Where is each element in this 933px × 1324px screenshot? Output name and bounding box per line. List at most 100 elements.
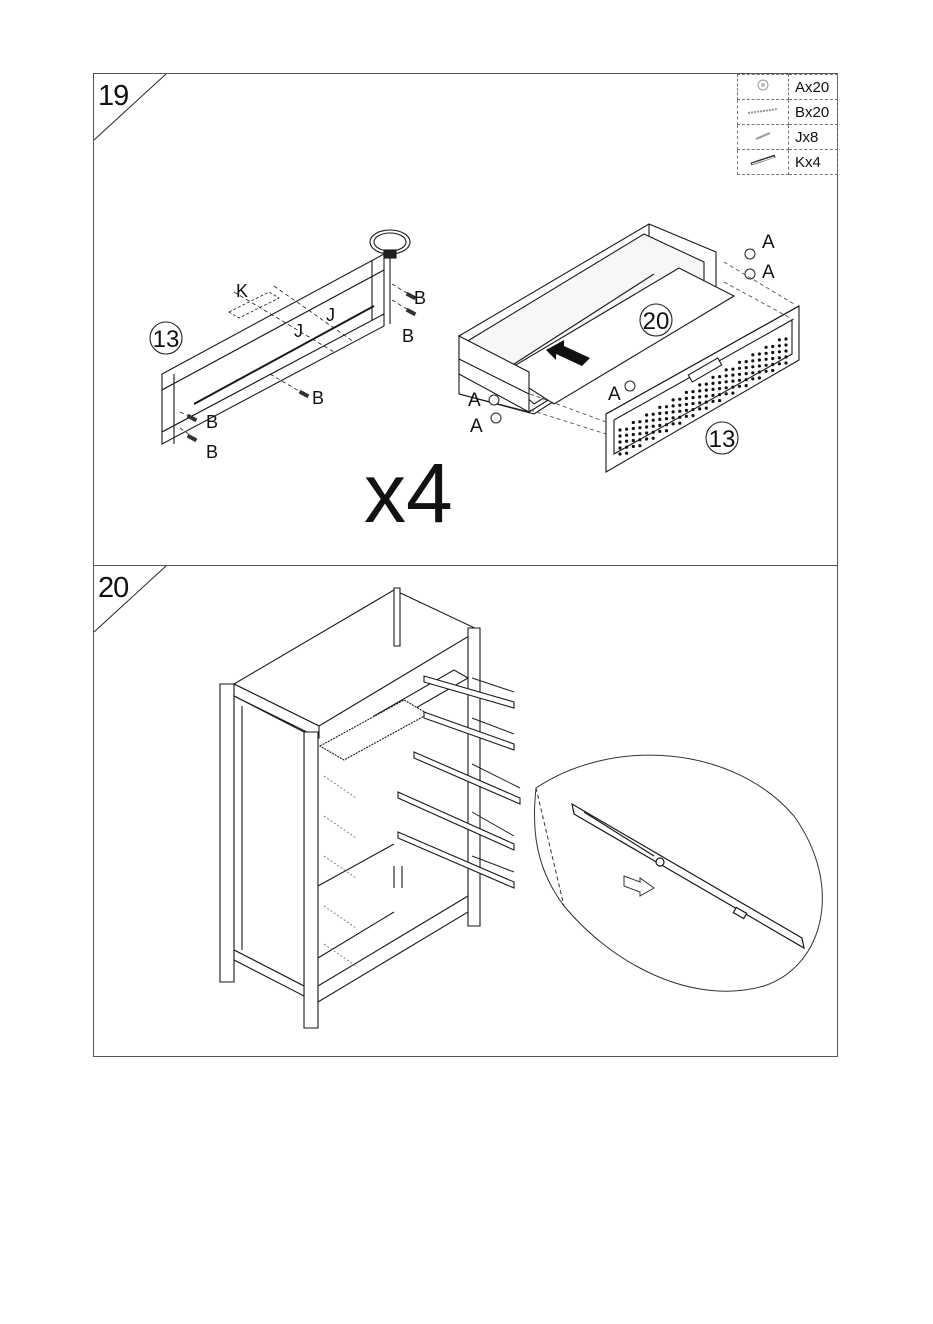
perforation-dot (618, 434, 621, 437)
callout-label: 13 (153, 326, 180, 353)
perforation-dot (638, 444, 641, 447)
perforation-dot (698, 383, 701, 386)
perforation-dot (751, 371, 754, 374)
step-20-diagram (94, 566, 837, 1056)
perforation-dot (705, 395, 708, 398)
perforation-dot (778, 338, 781, 341)
perforation-dot (758, 358, 761, 361)
perforation-dot (745, 372, 748, 375)
perforation-dot (784, 343, 787, 346)
perforation-dot (685, 409, 688, 412)
letter-b: B (206, 412, 218, 432)
perforation-dot (745, 384, 748, 387)
letter-a: A (468, 390, 481, 411)
quantity-multiplier: x4 (364, 446, 453, 540)
perforation-dot (632, 433, 635, 436)
perforation-dot (705, 383, 708, 386)
perforation-dot (678, 404, 681, 407)
perforation-dot (705, 407, 708, 410)
perforation-dot (765, 364, 768, 367)
perforation-dot (618, 452, 621, 455)
perforation-dot (705, 401, 708, 404)
letter-a: A (470, 416, 483, 437)
letter-b: B (402, 326, 414, 346)
perforation-dot (771, 363, 774, 366)
perforation-dot (745, 360, 748, 363)
perforation-dot (632, 427, 635, 430)
perforation-dot (665, 405, 668, 408)
perforation-dot (758, 352, 761, 355)
step-20-panel: 20 (93, 565, 838, 1057)
letter-k: K (236, 281, 248, 301)
perforation-dot (665, 423, 668, 426)
perforation-dot (672, 416, 675, 419)
letter-a: A (608, 384, 621, 405)
letter-a: A (762, 232, 775, 253)
perforation-dot (618, 428, 621, 431)
perforation-dot (638, 420, 641, 423)
perforation-dot (771, 345, 774, 348)
perforation-dot (645, 431, 648, 434)
perforation-dot (718, 375, 721, 378)
perforation-dot (665, 417, 668, 420)
perforation-dot (638, 438, 641, 441)
perforation-dot (652, 413, 655, 416)
step-19-diagram: 13 K J J B B B B B 20 (94, 74, 837, 565)
perforation-dot (698, 401, 701, 404)
perforation-dot (625, 452, 628, 455)
perforation-dot (745, 366, 748, 369)
perforation-dot (652, 425, 655, 428)
perforation-dot (738, 361, 741, 364)
letter-j: J (326, 305, 335, 325)
perforation-dot (652, 419, 655, 422)
perforation-dot (751, 359, 754, 362)
perforation-dot (758, 364, 761, 367)
perforation-dot (758, 376, 761, 379)
perforation-dot (618, 446, 621, 449)
perforation-dot (745, 378, 748, 381)
perforation-dot (731, 392, 734, 395)
perforation-dot (778, 350, 781, 353)
callout-label: 20 (643, 308, 670, 335)
letter-b: B (206, 442, 218, 462)
perforation-dot (751, 365, 754, 368)
perforation-dot (625, 446, 628, 449)
perforation-dot (678, 416, 681, 419)
perforation-dot (645, 425, 648, 428)
perforation-dot (672, 398, 675, 401)
perforation-dot (685, 397, 688, 400)
perforation-dot (725, 368, 728, 371)
perforation-dot (771, 369, 774, 372)
perforation-dot (691, 396, 694, 399)
perforation-dot (784, 361, 787, 364)
perforation-dot (705, 389, 708, 392)
callout-13-right: 13 (706, 422, 738, 454)
perforation-dot (784, 355, 787, 358)
perforation-dot (725, 386, 728, 389)
perforation-dot (672, 410, 675, 413)
callout-label: 13 (709, 426, 736, 453)
perforation-dot (751, 377, 754, 380)
perforation-dot (632, 445, 635, 448)
perforation-dot (765, 358, 768, 361)
perforation-dot (711, 400, 714, 403)
perforation-dot (725, 392, 728, 395)
perforation-dot (672, 422, 675, 425)
perforation-dot (725, 380, 728, 383)
perforation-dot (691, 390, 694, 393)
perforation-dot (698, 395, 701, 398)
perforation-dot (718, 399, 721, 402)
perforation-dot (784, 337, 787, 340)
perforation-dot (778, 362, 781, 365)
perforation-dot (645, 419, 648, 422)
perforation-dot (758, 370, 761, 373)
perforation-dot (625, 434, 628, 437)
perforation-dot (765, 370, 768, 373)
perforation-dot (658, 418, 661, 421)
perforation-dot (718, 387, 721, 390)
perforation-dot (658, 430, 661, 433)
perforation-dot (698, 407, 701, 410)
perforation-dot (751, 353, 754, 356)
perforation-dot (638, 426, 641, 429)
perforation-dot (665, 429, 668, 432)
